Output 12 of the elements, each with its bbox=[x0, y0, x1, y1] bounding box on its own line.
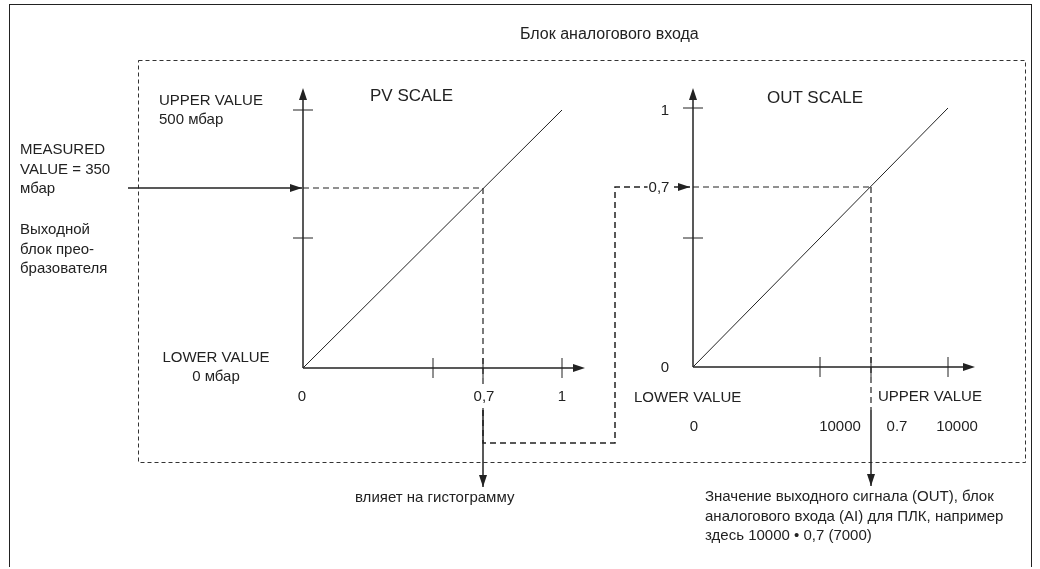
measured-value-label: MEASURED VALUE = 350 мбар bbox=[20, 139, 112, 198]
note-text: Значение выходного сигнала (OUT), блок аналогового входа (AI) для ПЛК, например здесь 10000 • 0,7 (7000) bbox=[705, 486, 1005, 545]
arrow bbox=[479, 409, 487, 488]
tick-label: 0,7 bbox=[472, 386, 496, 405]
note-text: влияет на гистограмму bbox=[355, 487, 516, 507]
chart-title: OUT SCALE bbox=[767, 88, 864, 108]
chart-title: PV SCALE bbox=[370, 86, 454, 106]
arrow bbox=[127, 184, 303, 192]
dashed-arrow bbox=[482, 183, 691, 444]
block-title: Блок аналогового входа bbox=[520, 25, 699, 43]
source-block-label: Выходной блок прео- бразователя bbox=[20, 219, 109, 278]
arrow bbox=[867, 409, 875, 487]
